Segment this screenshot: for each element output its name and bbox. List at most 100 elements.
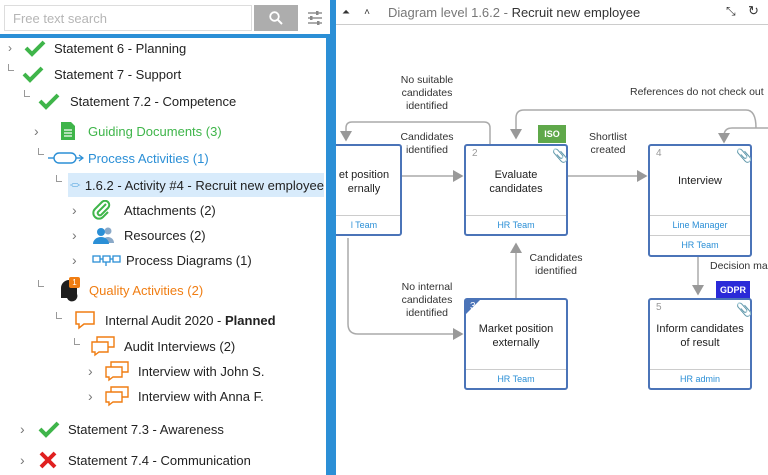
search-input[interactable] (4, 5, 252, 31)
search-button[interactable] (254, 5, 298, 31)
tree-item-label: Internal Audit 2020 - (105, 312, 225, 328)
role-label: HR Team (466, 369, 566, 389)
tree-item-label: Statement 7.2 - Competence (70, 93, 237, 109)
chevron-right-icon[interactable]: › (34, 123, 39, 139)
diagram-connectors (340, 109, 768, 340)
connector-label-decision: Decision ma (710, 260, 768, 272)
expand-icon[interactable]: ⤡ (726, 4, 736, 18)
collapse-all-icon[interactable]: ⏶ (342, 6, 350, 18)
tree-item-audit-interviews[interactable]: Audit Interviews (2) (90, 334, 235, 358)
tree-item-label: Interview with John S. (138, 363, 265, 379)
quality-icon: 1 (58, 277, 82, 302)
sliders-icon (308, 11, 322, 25)
process-step-interview[interactable]: 4 📎 Interview Line Manager HR Team (648, 144, 752, 257)
tree-connector (38, 148, 44, 155)
diagram-icon (92, 255, 121, 266)
tree-item-label: Attachments (2) (124, 202, 216, 218)
paperclip-icon[interactable]: 📎 (552, 148, 569, 163)
tree-item-statement-7-4[interactable]: › Statement 7.4 - Communication (20, 448, 251, 472)
gdpr-tag[interactable]: GDPR (716, 281, 750, 299)
role-label: HR admin (650, 369, 750, 389)
paperclip-icon[interactable]: 📎 (736, 148, 753, 163)
paperclip-icon (92, 200, 111, 220)
tree-item-label: Quality Activities (2) (89, 282, 204, 298)
paperclip-icon[interactable]: 📎 (736, 302, 753, 317)
diagram-panel: ⏶ ˄ Diagram level 1.6.2 - Recruit new em… (334, 0, 768, 475)
tree-item-label: Statement 7 - Support (54, 66, 182, 82)
tree-item-statement-7-3[interactable]: › Statement 7.3 - Awareness (20, 417, 224, 441)
users-icon (93, 227, 114, 244)
refresh-icon[interactable]: ↻ (748, 3, 759, 18)
tree-item-interview-anna[interactable]: › Interview with Anna F. (88, 384, 264, 408)
tree-connector (8, 64, 14, 71)
tree-item-label: Statement 6 - Planning (54, 40, 187, 56)
chevron-right-icon[interactable]: › (72, 252, 77, 268)
document-icon (61, 122, 75, 140)
check-icon (24, 40, 46, 57)
conversation-icon (105, 386, 129, 407)
role-label: Line Manager (650, 215, 750, 235)
tree-item-process-diagrams[interactable]: › Process Diagrams (1) (72, 248, 252, 272)
connector-label-references: References do not check out (630, 86, 764, 98)
cross-icon (39, 451, 57, 469)
tree-panel: › Statement 6 - Planning Statement 7 - S… (0, 0, 330, 475)
tree-item-resources[interactable]: › Resources (2) (72, 223, 206, 247)
tree-item-guiding-documents[interactable]: › Guiding Documents (3) (34, 119, 222, 143)
status-text: Planned (224, 312, 276, 328)
check-icon (38, 421, 60, 438)
chevron-right-icon[interactable]: › (88, 388, 93, 404)
filter-settings-button[interactable] (304, 7, 326, 29)
role-label: l Team (336, 215, 400, 235)
chevron-right-icon[interactable]: › (8, 41, 12, 55)
process-icon (70, 183, 81, 187)
search-bar (0, 0, 330, 38)
tree-item-label: Statement 7.3 - Awareness (68, 421, 224, 437)
tree-connector (74, 338, 80, 345)
diagram-title: Diagram level 1.6.2 - Recruit new employ… (388, 4, 641, 20)
tree-item-activity-selected[interactable]: 1.6.2 - Activity #4 - Recruit new employ… (68, 173, 324, 197)
chevron-right-icon[interactable]: › (72, 227, 77, 243)
diagram-header: ⏶ ˄ Diagram level 1.6.2 - Recruit new em… (336, 0, 768, 25)
tree-connector (56, 312, 62, 319)
check-icon (38, 93, 60, 110)
tree-connector (24, 90, 30, 97)
speech-bubble-icon (75, 311, 95, 330)
tree-item-statement-7[interactable]: Statement 7 - Support (22, 62, 181, 86)
collapse-icon[interactable]: ˄ (364, 6, 370, 18)
tree-item-process-activities[interactable]: Process Activities (1) (48, 146, 209, 170)
tree-item-statement-6[interactable]: › Statement 6 - Planning (8, 36, 186, 60)
tree-item-label: Audit Interviews (2) (124, 338, 236, 354)
tree-item-label: 1.6.2 - Activity #4 - Recruit new employ… (84, 177, 324, 193)
tree-connector (56, 175, 62, 182)
iso-tag[interactable]: ISO (538, 125, 566, 143)
chevron-right-icon[interactable]: › (88, 363, 93, 379)
tree-item-statement-7-2[interactable]: Statement 7.2 - Competence (38, 89, 236, 113)
tree-item-attachments[interactable]: › Attachments (2) (72, 198, 216, 222)
tree-item-quality-activities[interactable]: 1 Quality Activities (2) (58, 277, 204, 302)
conversation-icon (105, 361, 129, 382)
check-icon (22, 66, 44, 83)
tree-item-label: Process Activities (1) (88, 150, 209, 166)
role-label: HR Team (650, 235, 750, 255)
tree-item-internal-audit[interactable]: Internal Audit 2020 - Planned (74, 308, 276, 332)
notification-badge: 1 (69, 277, 80, 288)
chevron-right-icon[interactable]: › (72, 202, 77, 218)
tree-item-label: Statement 7.4 - Communication (68, 452, 251, 468)
tree-connector (38, 280, 44, 287)
chevron-right-icon[interactable]: › (20, 452, 25, 468)
tree-item-interview-john[interactable]: › Interview with John S. (88, 359, 264, 383)
chevron-right-icon[interactable]: › (20, 421, 25, 437)
conversation-icon (91, 336, 115, 357)
tree-item-label: Process Diagrams (1) (126, 252, 252, 268)
tree-item-label: Interview with Anna F. (138, 388, 264, 404)
role-label: HR Team (466, 215, 566, 235)
process-icon (48, 152, 84, 164)
